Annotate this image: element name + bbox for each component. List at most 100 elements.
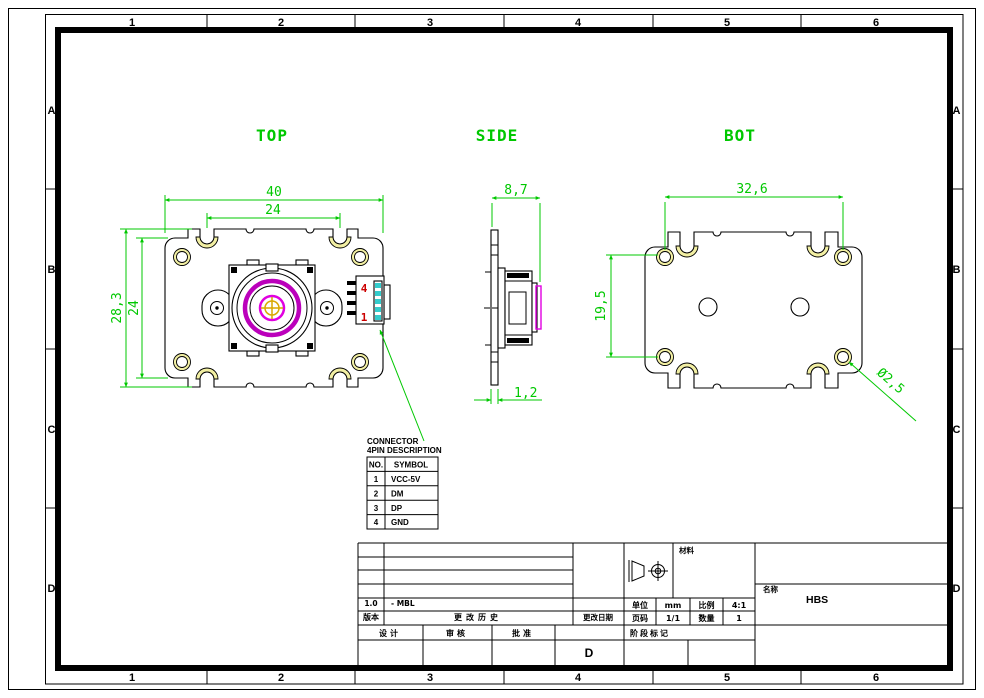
pin-row-no: 4 xyxy=(374,518,379,527)
dim-24-h: 24 xyxy=(265,203,281,218)
zone-col-6b: 6 xyxy=(873,672,879,684)
zone-row-d: D xyxy=(48,583,56,595)
scale-value: 4:1 xyxy=(732,601,747,610)
connector-leader-line xyxy=(379,329,425,442)
revision-value: 1.0 xyxy=(364,599,377,608)
dim-19-5: 19,5 xyxy=(594,290,609,321)
dim-32-6: 32,6 xyxy=(736,182,767,197)
zone-row-c2: C xyxy=(953,424,961,436)
dim-8-7: 8,7 xyxy=(504,183,527,198)
side-dimensions: 8,7 1,2 xyxy=(474,183,542,404)
bot-edge-half-holes xyxy=(675,245,830,375)
bot-center-hole-right xyxy=(790,297,810,317)
zone-labels: 1 2 3 4 5 6 1 2 3 4 5 6 A B C D A B C D xyxy=(48,17,961,684)
dim-40: 40 xyxy=(266,185,282,200)
dim-1-2: 1,2 xyxy=(514,386,537,401)
outer-frame xyxy=(8,8,976,690)
page-label: 页码 xyxy=(632,614,648,623)
top-view: TOP xyxy=(110,126,425,442)
dim-hole-dia: Ø2,5 xyxy=(874,365,907,397)
zone-row-d2: D xyxy=(953,583,961,595)
pin-row-symbol: DM xyxy=(391,489,404,498)
zone-col-1: 1 xyxy=(129,17,135,29)
side-pcb-marks xyxy=(484,244,503,363)
zone-row-a2: A xyxy=(953,105,961,117)
title-block-grid xyxy=(357,542,948,665)
connector-table-grid xyxy=(366,456,439,530)
col-symbol-header: SYMBOL xyxy=(394,461,428,470)
pin-row-no: 1 xyxy=(374,475,379,484)
zone-row-c: C xyxy=(48,424,56,436)
zone-dividers xyxy=(45,14,963,684)
pin-row-symbol: GND xyxy=(391,518,409,527)
revision-note: - MBL xyxy=(391,599,415,608)
zone-col-3b: 3 xyxy=(427,672,433,684)
bot-center-hole-left xyxy=(698,297,718,317)
bot-view-title: BOT xyxy=(724,126,756,145)
design-label: 设计 xyxy=(379,628,401,638)
pin-row-symbol: VCC-5V xyxy=(391,475,421,484)
zone-col-3: 3 xyxy=(427,17,433,29)
name-label: 名称 xyxy=(763,584,778,594)
page-value: 1/1 xyxy=(666,614,680,623)
lens-crosshair xyxy=(261,297,283,319)
connector-pins xyxy=(347,281,356,315)
top-view-title: TOP xyxy=(256,126,288,145)
qty-value: 1 xyxy=(736,614,742,623)
top-connector: 4 1 xyxy=(347,275,391,325)
top-edge-half-holes xyxy=(195,236,352,380)
zone-col-4b: 4 xyxy=(575,672,582,684)
zone-col-6: 6 xyxy=(873,17,879,29)
col-no-header: NO. xyxy=(369,461,383,470)
scale-label: 比例 xyxy=(699,600,715,610)
title-block: 1.0 - MBL 版本 更改历史 更改日期 单位 mm 比例 4:1 页码 1… xyxy=(357,542,948,665)
dim-24-v: 24 xyxy=(127,300,142,316)
dim-28-3: 28,3 xyxy=(110,292,125,323)
top-corner-holes xyxy=(173,248,369,371)
pin-row-no: 2 xyxy=(374,489,379,498)
approve-label: 批准 xyxy=(512,628,534,638)
zone-row-b: B xyxy=(48,264,56,276)
zone-row-b2: B xyxy=(953,264,961,276)
side-module xyxy=(497,267,542,349)
zone-col-2: 2 xyxy=(278,17,284,29)
change-history-label: 更改历史 xyxy=(454,612,502,622)
connector-pin-table: CONNECTOR 4PIN DESCRIPTION NO. SYMBOL 1 … xyxy=(366,437,442,530)
zone-row-a: A xyxy=(48,105,56,117)
top-dimensions: 40 24 28,3 24 xyxy=(110,185,425,442)
connector-table-title-1: CONNECTOR xyxy=(367,437,419,446)
hole-leader-line xyxy=(848,361,917,422)
zone-col-1b: 1 xyxy=(129,672,135,684)
pin-row-symbol: DP xyxy=(391,504,403,513)
connector-table-title-2: 4PIN DESCRIPTION xyxy=(367,446,442,455)
lens-assembly xyxy=(201,259,343,357)
connector-contacts xyxy=(375,283,381,320)
zone-col-2b: 2 xyxy=(278,672,284,684)
lens-ring-magenta xyxy=(242,278,302,338)
bot-board-outline xyxy=(644,231,863,389)
sheet-frame: 1 2 3 4 5 6 1 2 3 4 5 6 A B C D A B C D xyxy=(8,8,976,690)
zone-col-4: 4 xyxy=(575,17,582,29)
review-label: 审核 xyxy=(446,628,468,638)
material-label: 材料 xyxy=(679,545,694,555)
stage-value: D xyxy=(585,646,594,660)
pin-4-label: 4 xyxy=(361,282,368,295)
unit-label: 单位 xyxy=(632,600,648,610)
zone-col-5: 5 xyxy=(724,17,730,29)
bot-view: BOT 32,6 19,5 Ø2,5 xyxy=(594,126,917,422)
side-view-title: SIDE xyxy=(476,126,519,145)
zone-col-5b: 5 xyxy=(724,672,730,684)
side-lens-bracket xyxy=(535,285,542,330)
part-name-value: HBS xyxy=(806,594,828,606)
version-label: 版本 xyxy=(362,612,379,622)
stage-mark-label: 阶段标记 xyxy=(630,628,670,638)
pin-1-label: 1 xyxy=(361,311,368,324)
bot-corner-holes xyxy=(656,248,852,366)
side-view: SIDE 8,7 1,2 xyxy=(474,126,542,404)
pin-row-no: 3 xyxy=(374,504,379,513)
unit-value: mm xyxy=(665,601,682,610)
qty-label: 数量 xyxy=(699,613,715,623)
change-date-label: 更改日期 xyxy=(583,612,613,622)
